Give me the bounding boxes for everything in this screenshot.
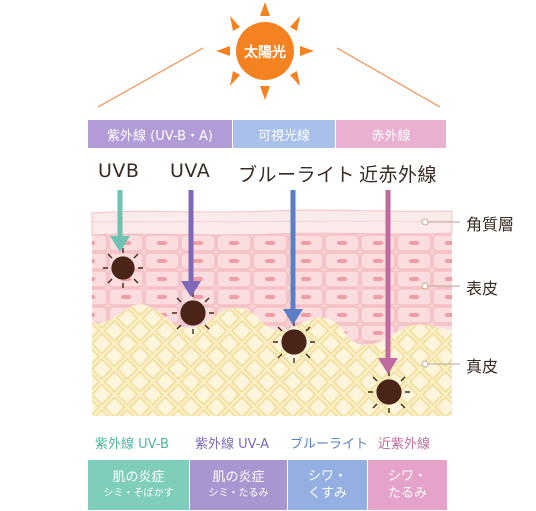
ray-label-bluelight: ブルーライト bbox=[238, 164, 356, 186]
arrow-uva bbox=[181, 190, 201, 297]
melanin-spots bbox=[103, 248, 410, 413]
effect-uva-line2: シミ・たるみ bbox=[208, 488, 269, 499]
effect-box-nir-bg bbox=[368, 460, 447, 510]
layer-label-stratum-corneum: 角質層 bbox=[466, 215, 515, 234]
band-ir-bg bbox=[336, 120, 446, 148]
effect-blue-line2: くすみ bbox=[307, 486, 347, 501]
effect-box-uva-bg bbox=[190, 460, 287, 510]
arrow-uvb bbox=[110, 190, 130, 252]
arrow-near-infrared bbox=[378, 190, 398, 374]
effect-blue-line1: シワ・ bbox=[307, 469, 347, 484]
layer-leaders bbox=[421, 218, 460, 368]
sun-rays bbox=[216, 2, 314, 100]
effect-title-bluelight: ブルーライト bbox=[290, 437, 369, 452]
effect-nir-line1: シワ・ bbox=[387, 469, 427, 484]
arrow-bluelight bbox=[283, 190, 303, 325]
effect-box-blue-bg bbox=[288, 460, 367, 510]
spread-line-left bbox=[97, 47, 204, 108]
band-uv-bg bbox=[88, 120, 232, 148]
layer-label-dermis: 真皮 bbox=[466, 357, 499, 376]
effect-box-near-infrared: シワ・ たるみ bbox=[368, 460, 447, 510]
stratum-corneum-layer bbox=[91, 209, 453, 236]
band-visible-bg bbox=[233, 120, 335, 148]
band-ir-label: 赤外線 bbox=[371, 128, 411, 144]
band-visible-label: 可視光線 bbox=[257, 128, 310, 144]
effect-box-uvb: 肌の炎症 シミ・そばかす bbox=[88, 460, 189, 510]
effect-box-uvb-bg bbox=[88, 460, 189, 510]
effect-uvb-line2: シミ・そばかす bbox=[103, 488, 174, 499]
corneum-line bbox=[91, 220, 453, 223]
layer-label-epidermis: 表皮 bbox=[466, 279, 499, 298]
effect-title-uva: 紫外線 UV-A bbox=[195, 437, 270, 452]
sun-label: 太陽光 bbox=[244, 45, 286, 61]
ray-label-uvb: UVB bbox=[98, 160, 140, 182]
dermis-layer bbox=[92, 304, 452, 416]
ray-label-uva: UVA bbox=[170, 160, 211, 182]
effect-title-near-infrared: 近紫外線 bbox=[378, 437, 431, 452]
band-uv-label: 紫外線 (UV-B・A) bbox=[107, 128, 213, 144]
spread-line-right bbox=[336, 47, 441, 108]
effect-box-uva: 肌の炎症 シミ・たるみ bbox=[190, 460, 287, 510]
effect-title-uvb: 紫外線 UV-B bbox=[95, 437, 169, 452]
effect-uva-line1: 肌の炎症 bbox=[212, 470, 265, 485]
sun-icon bbox=[236, 22, 294, 80]
effect-box-bluelight: シワ・ くすみ bbox=[288, 460, 367, 510]
ray-label-near-infrared: 近赤外線 bbox=[359, 164, 438, 186]
effect-uvb-line1: 肌の炎症 bbox=[112, 470, 165, 485]
effect-nir-line2: たるみ bbox=[387, 486, 427, 501]
